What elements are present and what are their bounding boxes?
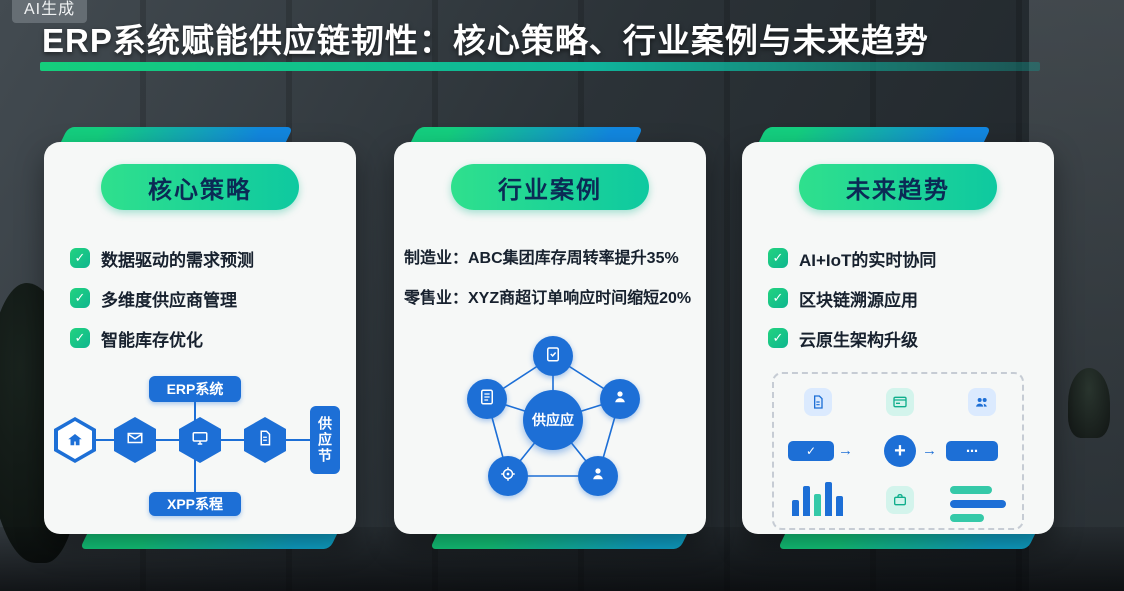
case-manufacturing: 制造业：ABC集团库存周转率提升35% bbox=[404, 250, 679, 267]
target-icon bbox=[499, 465, 517, 488]
person-icon bbox=[589, 465, 607, 488]
card3-title-pill: 未来趋势 bbox=[799, 164, 997, 210]
check-icon: ✓ bbox=[70, 288, 90, 308]
supply-network-diagram: 供应应 bbox=[394, 332, 706, 527]
card-core-strategies: 核心策略 ✓ 数据驱动的需求预测 ✓ 多维度供应商管理 ✓ 智能库存优化 ERP… bbox=[44, 127, 356, 549]
tech-flow-diagram: ✓ → + → ⋯ bbox=[772, 372, 1024, 530]
list-item: ✓ 数据驱动的需求预测 bbox=[70, 238, 356, 278]
check-icon: ✓ bbox=[768, 288, 788, 308]
xpp-system-box: XPP系程 bbox=[149, 492, 241, 516]
check-icon: ✓ bbox=[768, 328, 788, 348]
arrow-icon: → bbox=[838, 442, 853, 459]
bullet-label: 智能库存优化 bbox=[101, 330, 203, 350]
bullet-label: 数据驱动的需求预测 bbox=[101, 250, 254, 270]
check-icon: ✓ bbox=[70, 328, 90, 348]
list-item: ✓ AI+IoT的实时协同 bbox=[768, 238, 1054, 278]
check-icon: ✓ bbox=[70, 248, 90, 268]
card1-body: 核心策略 ✓ 数据驱动的需求预测 ✓ 多维度供应商管理 ✓ 智能库存优化 ERP… bbox=[44, 142, 356, 534]
list-item: ✓ 智能库存优化 bbox=[70, 318, 356, 358]
background-plant-right bbox=[1068, 368, 1110, 438]
clipboard-check-icon bbox=[544, 345, 562, 368]
card-future-trends: 未来趋势 ✓ AI+IoT的实时协同 ✓ 区块链溯源应用 ✓ 云原生架构升级 bbox=[742, 127, 1054, 549]
supply-center-node: 供应应 bbox=[523, 390, 583, 450]
check-icon: ✓ bbox=[768, 248, 788, 268]
house-icon bbox=[58, 421, 92, 459]
card3-body: 未来趋势 ✓ AI+IoT的实时协同 ✓ 区块链溯源应用 ✓ 云原生架构升级 bbox=[742, 142, 1054, 534]
list-item: ✓ 多维度供应商管理 bbox=[70, 278, 356, 318]
monitor-icon bbox=[191, 429, 209, 452]
briefcase-icon bbox=[886, 486, 914, 514]
document-icon bbox=[256, 429, 274, 452]
card2-title-pill: 行业案例 bbox=[451, 164, 649, 210]
bullet-label: 云原生架构升级 bbox=[799, 330, 918, 350]
plus-icon: + bbox=[884, 435, 916, 467]
card1-bullet-list: ✓ 数据驱动的需求预测 ✓ 多维度供应商管理 ✓ 智能库存优化 bbox=[44, 238, 356, 358]
case-list: 制造业：ABC集团库存周转率提升35% 零售业：XYZ商超订单响应时间缩短20% bbox=[394, 236, 706, 316]
supply-node-box: 供应节 bbox=[310, 406, 340, 474]
bullet-label: 区块链溯源应用 bbox=[799, 290, 918, 310]
check-step-button: ✓ bbox=[788, 441, 834, 461]
title-underline bbox=[40, 62, 1040, 71]
erp-system-box: ERP系统 bbox=[149, 376, 241, 402]
document-lines-icon bbox=[478, 388, 496, 411]
erp-flow-diagram: ERP系统 供应节 XPP系程 bbox=[44, 376, 356, 526]
target-node bbox=[488, 456, 528, 496]
arrow-icon: → bbox=[922, 442, 937, 459]
clipboard-check-node bbox=[533, 336, 573, 376]
person-icon bbox=[611, 388, 629, 411]
people-icon bbox=[968, 388, 996, 416]
card1-title-pill: 核心策略 bbox=[101, 164, 299, 210]
card-industry-cases: 行业案例 制造业：ABC集团库存周转率提升35% 零售业：XYZ商超订单响应时间… bbox=[394, 127, 706, 549]
ai-generated-badge: AI生成 bbox=[12, 0, 88, 23]
person-node-right bbox=[600, 379, 640, 419]
document-node bbox=[467, 379, 507, 419]
page-title: ERP系统赋能供应链韧性：核心策略、行业案例与未来趋势 bbox=[42, 22, 929, 59]
bullet-label: 多维度供应商管理 bbox=[101, 290, 237, 310]
bullet-label: AI+IoT的实时协同 bbox=[799, 250, 937, 270]
file-icon bbox=[804, 388, 832, 416]
person-node-bottom bbox=[578, 456, 618, 496]
dots-step-button: ⋯ bbox=[946, 441, 998, 461]
list-item: ✓ 区块链溯源应用 bbox=[768, 278, 1054, 318]
card2-body: 行业案例 制造业：ABC集团库存周转率提升35% 零售业：XYZ商超订单响应时间… bbox=[394, 142, 706, 534]
card3-bullet-list: ✓ AI+IoT的实时协同 ✓ 区块链溯源应用 ✓ 云原生架构升级 bbox=[742, 238, 1054, 358]
list-item: ✓ 云原生架构升级 bbox=[768, 318, 1054, 358]
mail-icon bbox=[126, 429, 144, 452]
case-retail: 零售业：XYZ商超订单响应时间缩短20% bbox=[404, 290, 692, 307]
card-icon bbox=[886, 388, 914, 416]
